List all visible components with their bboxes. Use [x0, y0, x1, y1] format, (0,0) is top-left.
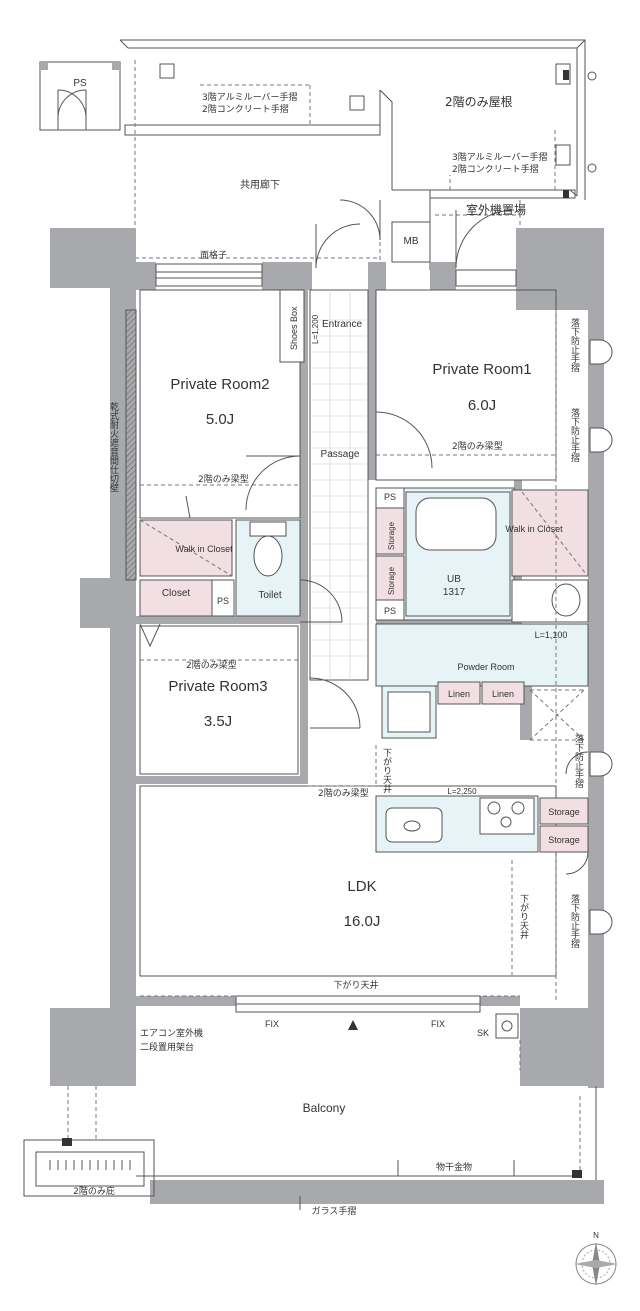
ldk-name: LDK [347, 878, 376, 895]
linen-label-2: Linen [492, 689, 514, 699]
side-window-units [589, 339, 613, 935]
labels: 2階のみ屋根 3階アルミルーバー手摺 2階コンクリート手摺 3階アルミルーバー手… [73, 91, 583, 1217]
drying-hardware-label: 物干金物 [436, 1161, 472, 1173]
beam-room3: 2階のみ梁型 [186, 659, 237, 671]
beam-ldk: 2階のみ梁型 [318, 787, 369, 799]
anchor-mark [563, 190, 569, 198]
stove-burners [487, 801, 525, 828]
fall-guard-3: 落下防止手摺 [573, 733, 584, 789]
room3-name: Private Room3 [168, 678, 267, 695]
storage-kitchen-2: Storage [548, 835, 580, 845]
doors [139, 199, 589, 875]
outdoor-unit-label: 室外機置場 [466, 202, 526, 217]
compass-icon: N [574, 1231, 618, 1286]
l1200-label: L=1,200 [311, 314, 320, 344]
rail-right-1: 3階アルミルーバー手摺 [452, 151, 548, 163]
shoes-box-label: Shoes Box [289, 306, 299, 350]
roof-2f-label: 2階のみ屋根 [445, 94, 513, 109]
eaves-2f-label: 2階のみ庇 [73, 1185, 115, 1197]
passage-tiles [310, 290, 368, 680]
room2-size: 5.0J [206, 411, 234, 428]
sink [403, 820, 421, 832]
walkin-left-label: Walk in Closet [175, 544, 233, 554]
ac-rack-2: 二段置用架台 [140, 1041, 194, 1053]
room1-name: Private Room1 [432, 361, 531, 378]
toilet-label: Toilet [258, 590, 282, 601]
lowered-ceiling-3: 下がり天井 [333, 979, 378, 991]
fall-guard-1: 落下防止手摺 [569, 317, 580, 373]
room2-name: Private Room2 [170, 376, 269, 393]
room3-size: 3.5J [204, 713, 232, 730]
colored-areas [139, 487, 589, 853]
rail-left-2: 2階コンクリート手摺 [202, 103, 289, 115]
l1100-label: L=1,100 [535, 630, 568, 640]
fall-guard-2: 落下防止手摺 [569, 407, 580, 463]
balcony-railing-marks [49, 1160, 515, 1176]
bottom-windows [235, 995, 481, 1013]
beam-room1: 2階のみ梁型 [452, 440, 503, 452]
ps-bath-bottom-label: PS [384, 606, 396, 616]
room1-size: 6.0J [468, 397, 496, 414]
exterior-walls [50, 228, 604, 1204]
ub-size-label: 1317 [443, 587, 466, 598]
wash-basin [551, 583, 581, 617]
passage-label: Passage [321, 449, 360, 460]
linen-label-1: Linen [448, 689, 470, 699]
entrance-label: Entrance [322, 319, 362, 330]
toilet-fixture [249, 521, 287, 577]
walkin-right-label: Walk in Closet [505, 524, 563, 534]
compass-north-label: N [593, 1231, 599, 1240]
ps-label: PS [73, 78, 87, 89]
ub-label: UB [447, 574, 461, 585]
corridor-label: 共用廊下 [240, 178, 280, 191]
fix-right-label: FIX [431, 1019, 445, 1029]
dashed-lines [67, 310, 587, 1170]
ps-bath-top-label: PS [384, 492, 396, 502]
rail-left-1: 3階アルミルーバー手摺 [202, 91, 298, 103]
lattice-label: 面格子 [200, 249, 227, 261]
beam-room2: 2階のみ梁型 [198, 473, 249, 485]
storage-bath-2: Storage [387, 566, 396, 595]
rail-right-2: 2階コンクリート手摺 [452, 163, 539, 175]
anchor-mark [563, 70, 569, 80]
fireproof-partition-wall [125, 309, 137, 581]
ps-small-label: PS [217, 596, 229, 606]
partition-wall-label: 乾式耐火遮音間仕切壁 [108, 401, 119, 492]
glass-rail-label: ガラス手摺 [312, 1205, 357, 1217]
ps-box [39, 61, 121, 131]
mb-label: MB [404, 236, 419, 247]
entry-arrow-icon [348, 1020, 358, 1030]
lowered-ceiling-2: 下がり天井 [518, 894, 529, 940]
l2250-label: L=2,250 [447, 787, 477, 796]
powder-room-label: Powder Room [457, 662, 514, 672]
corridor-roof-area [119, 39, 597, 270]
top-windows [155, 263, 517, 287]
balcony-label: Balcony [303, 1101, 346, 1115]
lowered-ceiling-1: 下がり天井 [381, 748, 392, 794]
fix-left-label: FIX [265, 1019, 279, 1029]
storage-bath-1: Storage [387, 521, 396, 550]
ac-rack-1: エアコン室外機 [140, 1027, 203, 1039]
sk-sink [495, 1013, 519, 1039]
fall-guard-4: 落下防止手摺 [569, 893, 580, 949]
sk-label: SK [477, 1028, 489, 1038]
mb-box [391, 221, 431, 263]
storage-kitchen-1: Storage [548, 807, 580, 817]
ldk-size: 16.0J [344, 913, 381, 930]
closet-label: Closet [162, 588, 191, 599]
balcony-structure [23, 1086, 597, 1197]
